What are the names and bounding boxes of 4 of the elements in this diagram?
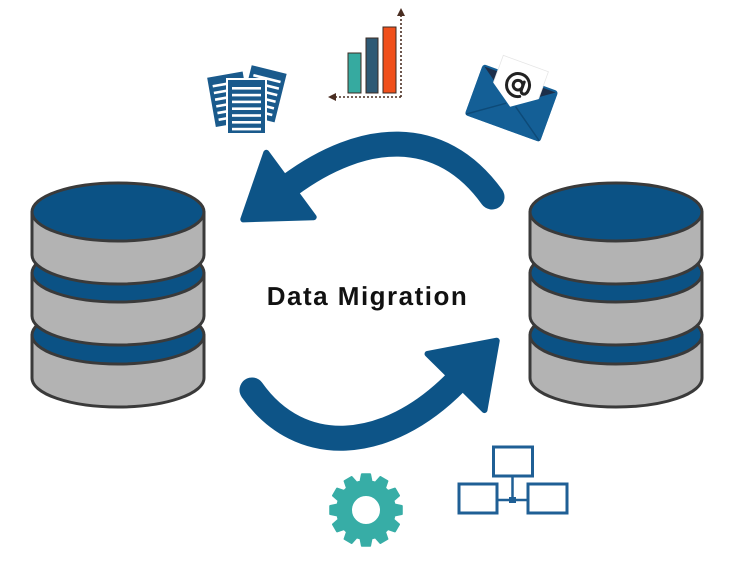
diagram-title: Data Migration [266,281,468,311]
curved-arrow [240,340,502,451]
database-cylinder [528,180,704,410]
database-cylinder [30,180,206,410]
